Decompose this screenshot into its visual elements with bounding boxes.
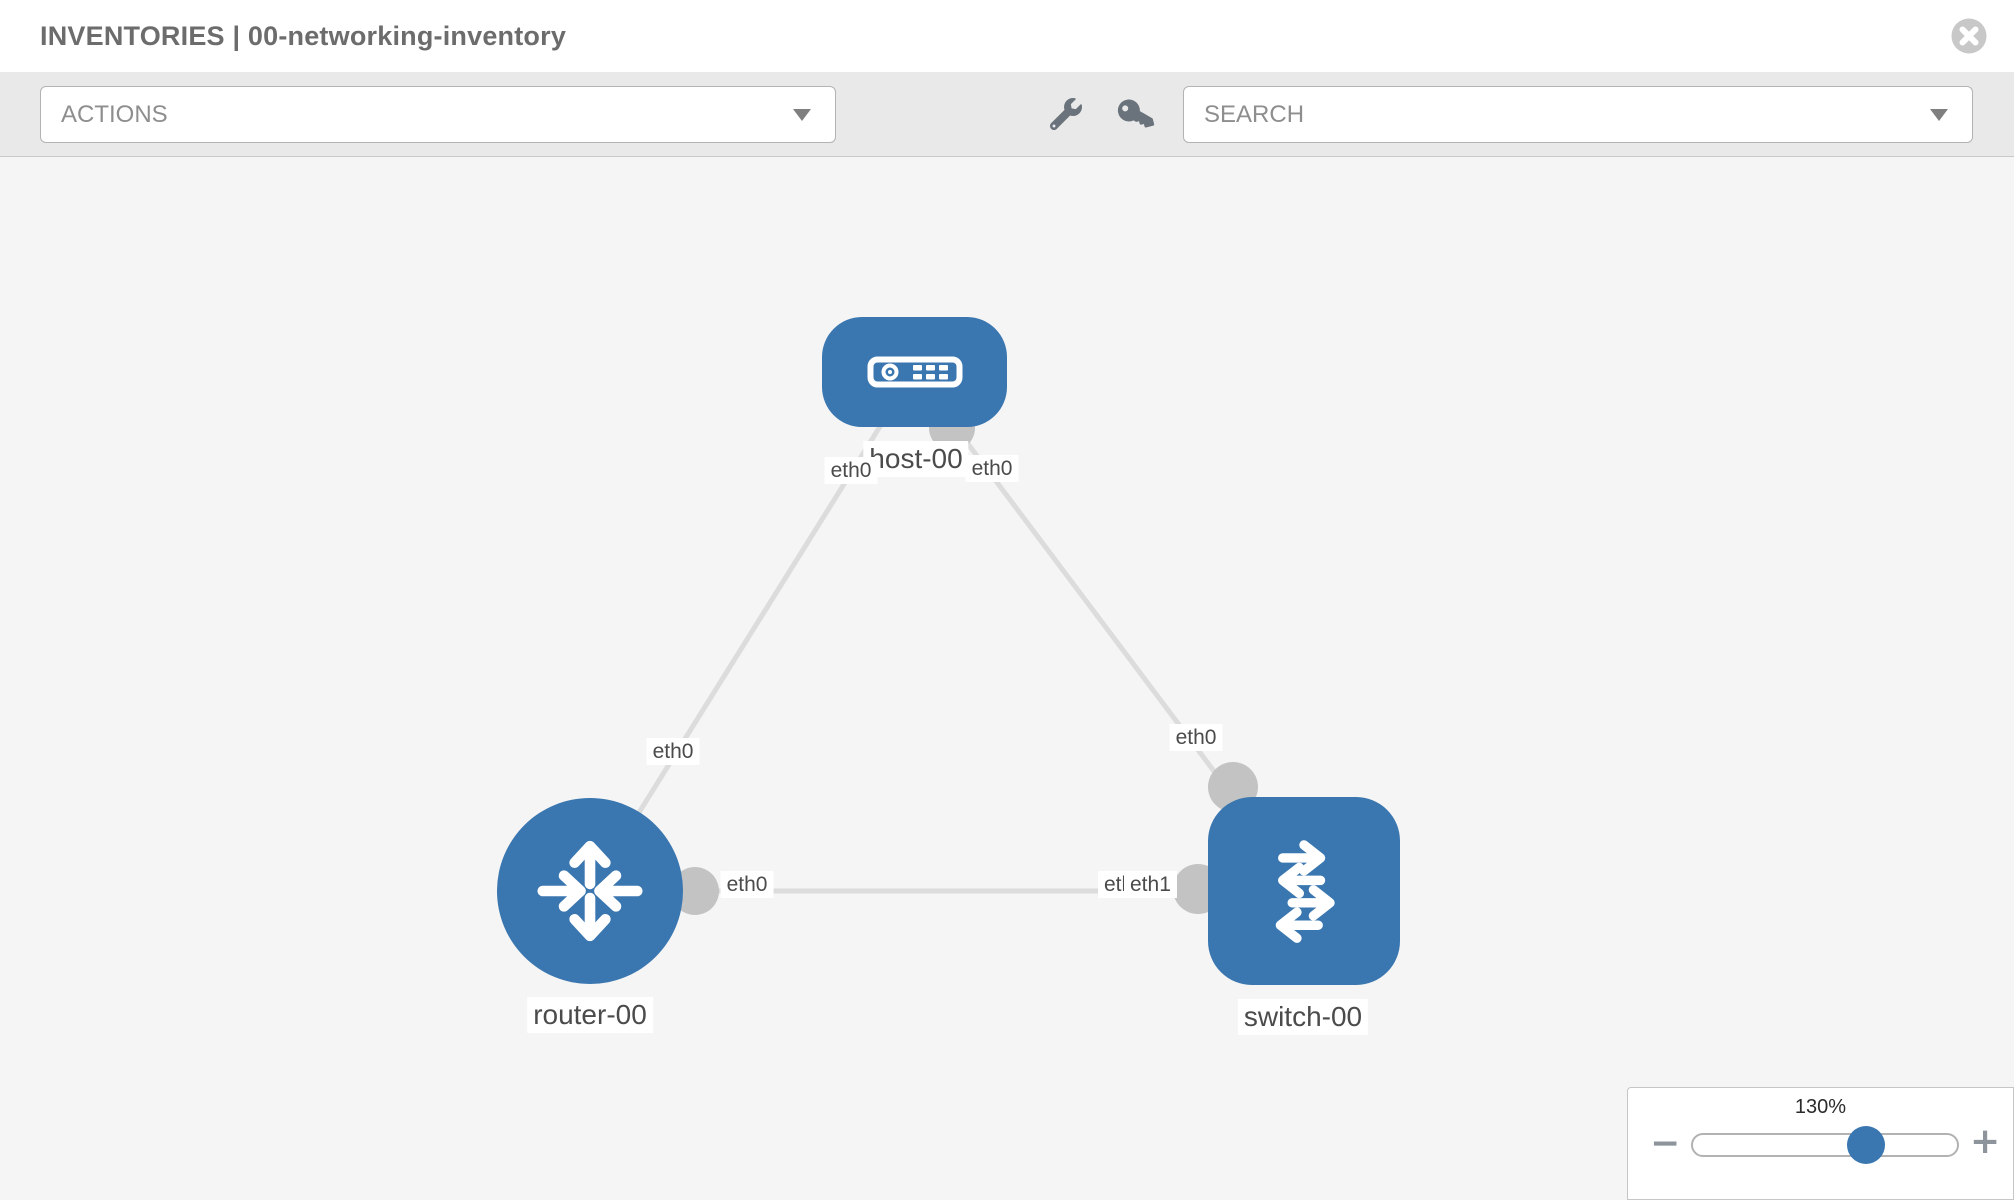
- key-icon: [1117, 99, 1155, 128]
- chevron-down-icon: [793, 108, 811, 121]
- interface-label-router-eth0-right: eth0: [720, 871, 774, 899]
- interface-label-host-eth0-left: eth0: [824, 457, 878, 485]
- search-placeholder: SEARCH: [1204, 100, 1305, 128]
- zoom-out-button[interactable]: −: [1650, 1123, 1681, 1164]
- zoom-level: 130%: [1794, 1096, 1847, 1118]
- interface-label-switch-eth0-top: eth0: [1169, 724, 1223, 752]
- host-icon: [867, 356, 962, 388]
- search-dropdown[interactable]: SEARCH: [1183, 86, 1973, 143]
- router-icon: [537, 840, 643, 942]
- tools-button[interactable]: [1049, 98, 1083, 132]
- node-host-00[interactable]: [822, 317, 1007, 427]
- close-button[interactable]: [1950, 17, 1988, 55]
- zoom-in-button[interactable]: +: [1970, 1121, 2001, 1162]
- interface-dot-router[interactable]: [671, 867, 719, 915]
- credentials-button[interactable]: [1117, 98, 1155, 132]
- node-router-00[interactable]: [497, 798, 683, 984]
- node-switch-00[interactable]: [1208, 797, 1400, 985]
- wrench-icon: [1049, 98, 1082, 131]
- chevron-down-icon: [1930, 108, 1948, 121]
- zoom-slider[interactable]: [1691, 1126, 1959, 1164]
- actions-dropdown[interactable]: ACTIONS: [40, 86, 836, 143]
- interface-label-host-eth0-right: eth0: [965, 455, 1019, 483]
- interface-label-switch-eth1: eth1: [1124, 871, 1177, 899]
- node-label-host: host-00: [863, 441, 969, 477]
- actions-dropdown-label: ACTIONS: [61, 100, 168, 128]
- panel-header: INVENTORIES | 00-networking-inventory: [0, 0, 2014, 72]
- topology-canvas[interactable]: host-00 router-00 switch-00 eth0 eth0 et…: [0, 157, 2014, 1200]
- zoom-slider-handle[interactable]: [1847, 1126, 1885, 1164]
- switch-icon: [1275, 840, 1335, 943]
- zoom-panel: 130% − +: [1627, 1087, 2014, 1200]
- interface-label-router-eth0-top: eth0: [646, 738, 700, 766]
- toolbar: ACTIONS SEARCH: [0, 72, 2014, 157]
- page-title: INVENTORIES | 00-networking-inventory: [40, 20, 567, 51]
- close-icon: [1951, 18, 1987, 54]
- node-label-router: router-00: [527, 997, 653, 1033]
- node-label-switch: switch-00: [1237, 999, 1369, 1035]
